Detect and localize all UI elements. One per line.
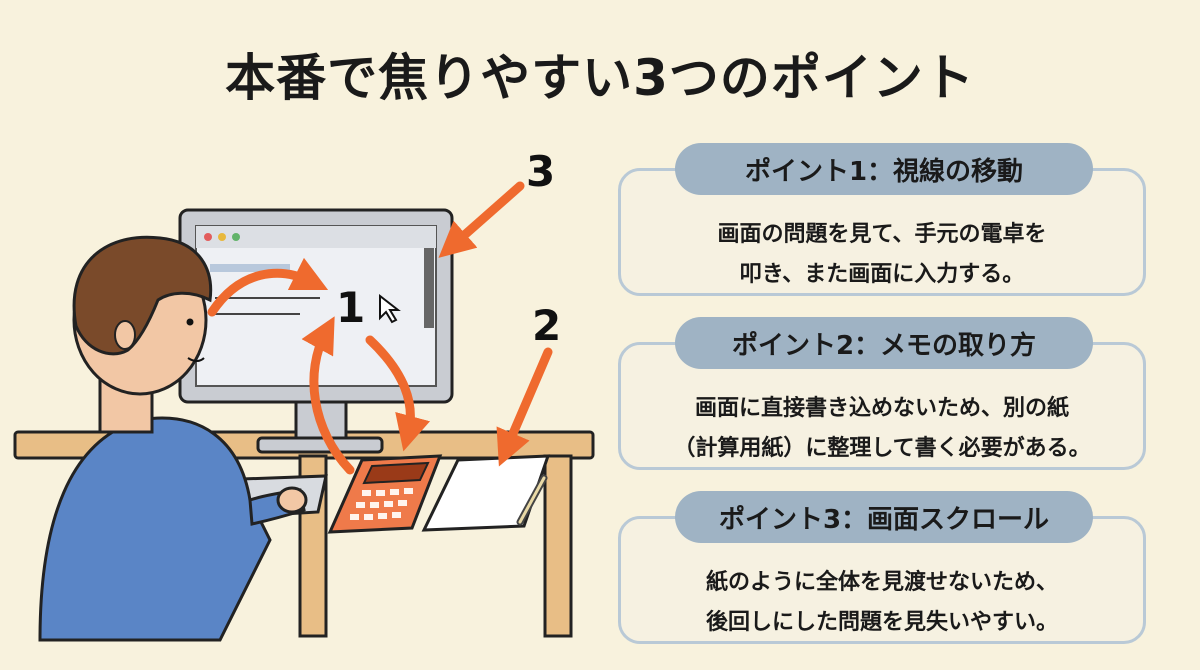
number-1-label: 1 [336, 283, 365, 332]
arrow-screen-to-calculator [365, 335, 431, 452]
paper-icon [421, 454, 551, 532]
cursor-icon [379, 293, 401, 324]
point-card-2: ポイント2：メモの取り方 画面に直接書き込めないため、別の紙 （計算用紙）に整理… [618, 317, 1146, 470]
point-body-2: 画面に直接書き込めないため、別の紙 （計算用紙）に整理して書く必要がある。 [631, 389, 1133, 469]
number-2-label: 2 [532, 301, 561, 350]
point-1-line-2: 叩き、また画面に入力する。 [739, 262, 1025, 287]
point-card-3: ポイント3：画面スクロール 紙のように全体を見渡せないため、 後回しにした問題を… [618, 491, 1146, 644]
illustration: 1 2 3 [13, 147, 595, 642]
point-body-3: 紙のように全体を見渡せないため、 後回しにした問題を見失いやすい。 [631, 563, 1133, 643]
point-1-line-1: 画面の問題を見て、手元の電卓を [717, 222, 1047, 247]
pencil-icon [516, 474, 548, 526]
point-2-line-2: （計算用紙）に整理して書く必要がある。 [673, 436, 1091, 461]
arrow-3 [438, 181, 525, 258]
point-3-line-2: 後回しにした問題を見失いやすい。 [705, 610, 1058, 635]
point-card-1: ポイント1：視線の移動 画面の問題を見て、手元の電卓を 叩き、また画面に入力する… [618, 143, 1146, 296]
point-title-2: ポイント2：メモの取り方 [675, 317, 1093, 369]
arrow-2 [496, 347, 553, 467]
calculator-icon [327, 454, 443, 534]
point-body-1: 画面の問題を見て、手元の電卓を 叩き、また画面に入力する。 [631, 215, 1133, 295]
point-title-3: ポイント3：画面スクロール [675, 491, 1093, 543]
person-icon [38, 235, 308, 642]
point-title-1: ポイント1：視線の移動 [675, 143, 1093, 195]
arrow-calculator-to-screen [301, 316, 355, 475]
point-3-line-1: 紙のように全体を見渡せないため、 [705, 570, 1058, 595]
flow-arrows [207, 181, 553, 475]
number-3-label: 3 [526, 147, 555, 196]
arrow-eye-to-screen [207, 257, 329, 317]
point-2-line-1: 画面に直接書き込めないため、別の紙 [694, 396, 1069, 421]
page-title: 本番で焦りやすい3つのポイント [225, 49, 975, 107]
